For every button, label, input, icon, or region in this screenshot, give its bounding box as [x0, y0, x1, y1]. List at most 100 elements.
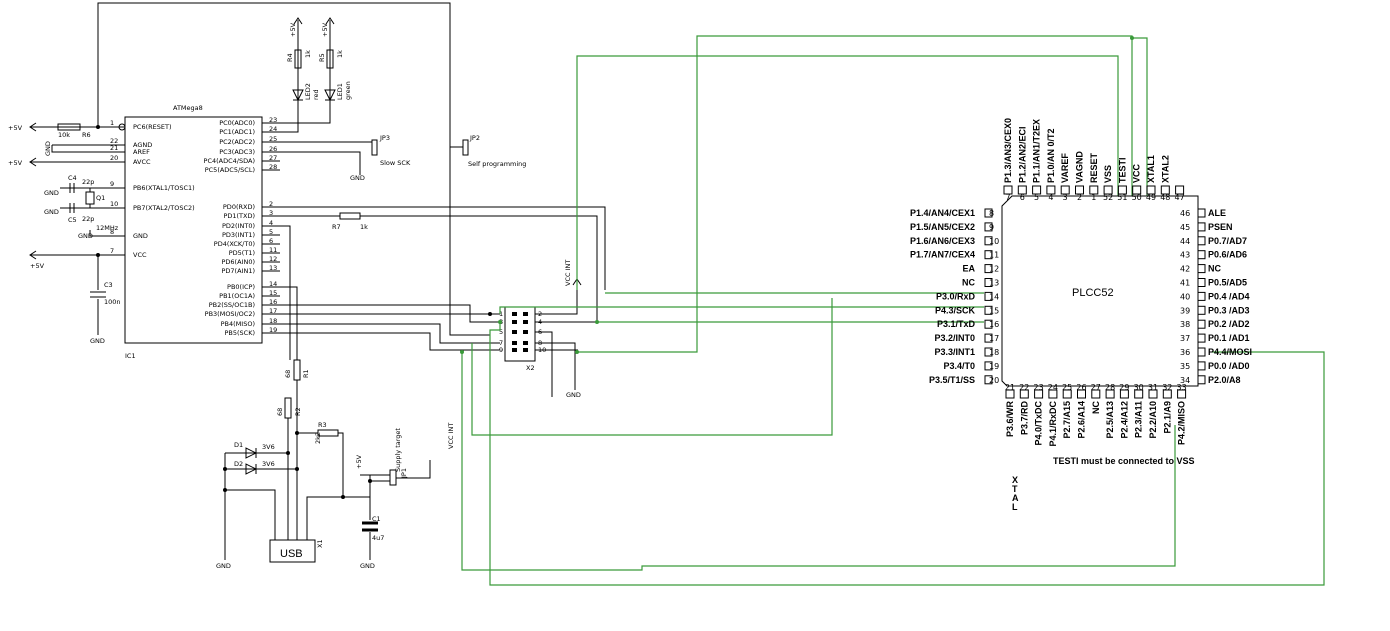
ic1-pin-label: PB1(OC1A) — [219, 292, 255, 300]
plcc-left-label: P3.0/RxD — [936, 291, 976, 301]
plcc-pad-top — [1032, 185, 1042, 195]
ic1-pin-num: 16 — [269, 298, 277, 306]
plcc-right-label: P0.4 /AD4 — [1208, 291, 1250, 301]
plcc-bottom-num: 26 — [1076, 383, 1086, 392]
ic1-pin-label: PC5(ADC5/SCL) — [205, 166, 255, 174]
ic1-pin-num: 11 — [269, 246, 277, 254]
plcc-bottom-label: P4.1/RxDC — [1048, 401, 1058, 447]
c5-ref: C5 — [68, 216, 77, 224]
plcc-left-num: 18 — [989, 348, 999, 357]
xtal-letter-x: X — [1012, 475, 1018, 485]
ic1-pin-label: PD5(T1) — [229, 249, 255, 257]
ic1-pin-label: PB3(MOSI/OC2) — [205, 310, 255, 318]
plcc-bottom-label: P4.0/TxDC — [1034, 401, 1044, 446]
ic1-body — [124, 116, 263, 344]
ic1-pin-num: 1 — [110, 119, 114, 127]
ic1-pin-num: 26 — [269, 145, 277, 153]
plcc-right-label: PSEN — [1208, 222, 1233, 232]
plcc-right-label: P0.6/AD6 — [1208, 250, 1247, 260]
ic1-pin-label: PD1(TXD) — [223, 212, 255, 220]
ic1-pin-num: 20 — [110, 154, 118, 162]
ic1-pin-label: PB5(SCK) — [224, 329, 255, 337]
plcc-bottom-label: P2.4/A12 — [1119, 401, 1129, 439]
r7-ref: R7 — [332, 223, 341, 231]
plcc-right-num: 35 — [1180, 362, 1190, 371]
ic1-pin-num: 21 — [110, 144, 118, 152]
label-p5v-r5: +5V — [321, 22, 329, 37]
plcc-right-label: P0.0 /AD0 — [1208, 361, 1250, 371]
r4-value: 1k — [304, 50, 312, 58]
plcc-left-num: 15 — [989, 306, 999, 315]
ic1-pin-num: 25 — [269, 135, 277, 143]
xtal-letter-a: A — [1012, 493, 1019, 503]
plcc-top-label: VAGND — [1075, 151, 1085, 183]
ic1-pin-label: PC1(ADC1) — [219, 128, 255, 136]
xtal-letter-t: T — [1012, 484, 1018, 494]
label-gnd-c4: GND — [44, 189, 59, 197]
plcc-pad-left — [984, 264, 993, 274]
d2-ref: D2 — [234, 460, 243, 468]
r1-ref: R1 — [302, 369, 310, 378]
plcc-top-label: P1.2/AN2/ECI — [1017, 126, 1027, 183]
ic1-pin-num: 4 — [269, 219, 273, 227]
jp1-ref: JP1 — [400, 468, 408, 479]
plcc-left-label: P1.6/AN6/CEX3 — [910, 236, 975, 246]
plcc-pad-top — [1146, 185, 1156, 195]
plcc-left-label: P3.2/INT0 — [934, 333, 975, 343]
plcc-right-label: P0.1 /AD1 — [1208, 333, 1250, 343]
x1-ref: X1 — [316, 539, 324, 548]
q1-value: 12MHz — [96, 224, 119, 232]
plcc-right-num: 44 — [1180, 237, 1190, 246]
plcc-pad-right — [1197, 319, 1206, 329]
plcc-pad-left — [984, 291, 993, 301]
c4-value: 22p — [82, 178, 94, 186]
jp3-ref: JP3 — [379, 134, 390, 142]
led1-ref: LED1 — [336, 83, 344, 100]
plcc-bottom-label: P3.7/RD — [1019, 401, 1029, 436]
plcc-right-label: P2.0/A8 — [1208, 375, 1241, 385]
plcc-left-label: EA — [962, 264, 975, 274]
plcc-pad-bottom — [1005, 389, 1015, 399]
plcc-left-num: 19 — [989, 362, 999, 371]
label-gnd-pin8: GND — [78, 232, 93, 240]
x2-pin-odd — [512, 312, 517, 316]
plcc-right-label: P0.2 /AD2 — [1208, 319, 1250, 329]
plcc-top-label: XTAL1 — [1146, 155, 1156, 183]
x2-pin-even — [523, 320, 528, 324]
ic1-pin-label: PD7(AIN1) — [222, 267, 256, 275]
ic1-pin-num: 17 — [269, 307, 277, 315]
plcc-top-label: TESTI — [1117, 157, 1127, 183]
ic1-pin-num: 12 — [269, 255, 277, 263]
label-gnd-diodes: GND — [216, 562, 231, 570]
ic1-pin-label: GND — [133, 232, 148, 240]
plcc-right-label: P0.5/AD5 — [1208, 278, 1247, 288]
plcc-left-num: 17 — [989, 334, 999, 343]
plcc-top-num: 3 — [1063, 193, 1068, 202]
plcc-top-num: 52 — [1103, 193, 1113, 202]
led2-ref: LED2 — [304, 83, 312, 100]
plcc-pad-right — [1197, 361, 1206, 371]
plcc-right-num: 41 — [1180, 279, 1190, 288]
jp1-label: Supply target — [394, 428, 402, 472]
plcc-right-num: 43 — [1180, 251, 1190, 260]
x2-pin-odd — [512, 320, 517, 324]
ic1-pin-num: 27 — [269, 154, 277, 162]
ic1-pin-label: PC3(ADC3) — [219, 148, 255, 156]
ic1-pin-num: 2 — [269, 200, 273, 208]
ic1-pin-label: PC0(ADC0) — [219, 119, 255, 127]
plcc-pad-top — [1003, 185, 1013, 195]
r3-value: 2k2 — [314, 432, 322, 444]
ic1-pin-num: 7 — [110, 247, 114, 255]
plcc-right-num: 36 — [1180, 348, 1190, 357]
ic1-pin-label: AREF — [133, 148, 150, 156]
c3-value: 100n — [104, 298, 121, 306]
x2-pin-num-odd: 5 — [499, 328, 503, 336]
plcc-left-num: 16 — [989, 320, 999, 329]
plcc-pad-top — [1060, 185, 1070, 195]
plcc-pad-top — [1103, 185, 1113, 195]
c3-ref: C3 — [104, 281, 113, 289]
ic1-pin-num: 24 — [269, 125, 277, 133]
